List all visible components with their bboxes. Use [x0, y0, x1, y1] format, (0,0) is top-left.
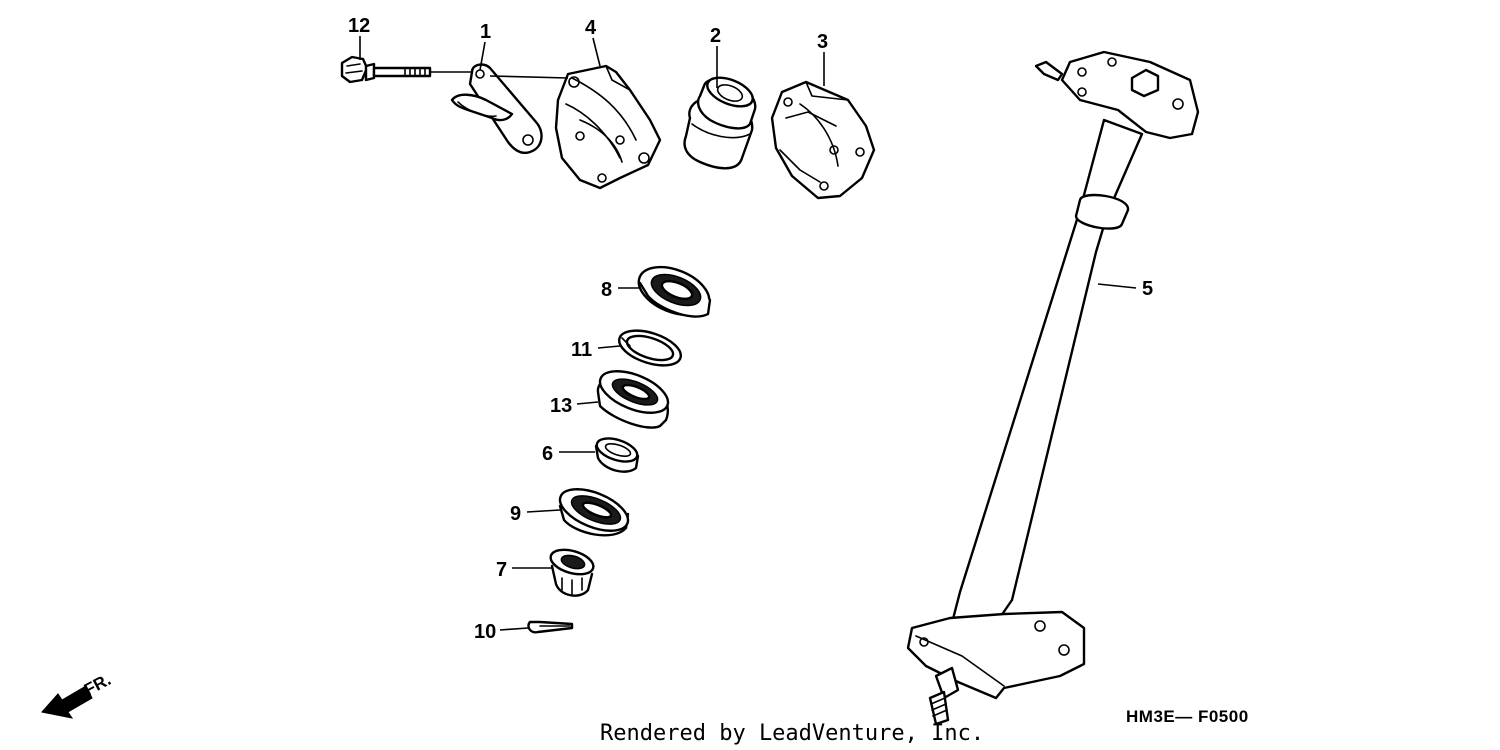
callout-5: 5	[1142, 278, 1153, 300]
callout-11: 11	[571, 339, 592, 361]
part-9-oil-seal[interactable]	[554, 481, 633, 539]
callout-9: 9	[510, 503, 521, 525]
callout-8: 8	[601, 279, 612, 301]
part-11-circlip[interactable]	[615, 324, 685, 372]
leader-lines	[359, 36, 1137, 631]
part-6-collar[interactable]	[594, 434, 640, 473]
front-arrow-icon	[41, 685, 93, 719]
credit-text: Rendered by LeadVenture, Inc.	[600, 721, 984, 746]
callout-4: 4	[585, 17, 597, 39]
part-3-shaft-holder-lower[interactable]	[770, 80, 876, 200]
part-5-steering-shaft[interactable]	[906, 50, 1200, 726]
callout-6: 6	[542, 443, 553, 465]
part-4-shaft-holder-upper[interactable]	[554, 64, 662, 190]
part-10-cotter-pin[interactable]	[527, 620, 574, 634]
callout-13: 13	[550, 395, 572, 417]
part-2-shaft-bushing[interactable]	[683, 72, 757, 170]
callout-2: 2	[710, 25, 721, 47]
part-12-flange-bolt[interactable]	[340, 55, 432, 84]
callout-12: 12	[348, 15, 370, 37]
part-8-oil-seal[interactable]	[632, 258, 716, 325]
part-7-castle-nut[interactable]	[548, 545, 596, 597]
diagram-code: HM3E— F0500	[1126, 707, 1249, 726]
part-13-bearing[interactable]	[594, 363, 673, 429]
callout-3: 3	[817, 31, 828, 53]
front-direction-indicator: FR.	[41, 670, 114, 719]
callout-7: 7	[496, 559, 507, 581]
callout-10: 10	[474, 621, 496, 643]
callout-1: 1	[480, 21, 491, 43]
